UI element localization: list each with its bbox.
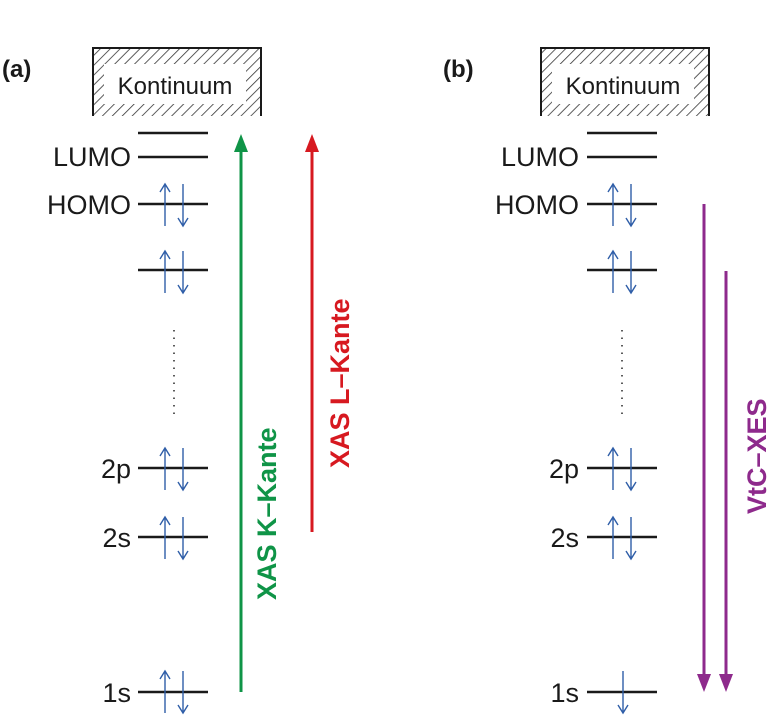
transition-label-b-vtc-xes: VtC–XES bbox=[742, 398, 769, 514]
electron-pair-b-homo bbox=[607, 182, 637, 228]
spin-down-arrow-icon bbox=[177, 448, 189, 492]
electron-pair-a-homo bbox=[159, 182, 189, 228]
spin-down-arrow-icon bbox=[625, 517, 637, 561]
level-label-a-2s: 2s bbox=[102, 523, 131, 553]
electron-pair-a-2s bbox=[159, 515, 189, 561]
continuum-box-a: Kontinuum bbox=[92, 47, 262, 116]
continuum-window-a bbox=[104, 64, 246, 104]
level-label-b-1s: 1s bbox=[550, 678, 579, 708]
level-label-a-1s: 1s bbox=[102, 678, 131, 708]
panel-a-label: (a) bbox=[2, 56, 31, 83]
level-label-a-2p: 2p bbox=[101, 454, 131, 484]
continuum-box-b: Kontinuum bbox=[540, 47, 710, 116]
level-label-b-lumo: LUMO bbox=[501, 142, 579, 172]
panel-b-label: (b) bbox=[443, 56, 474, 83]
down-arrow-icon bbox=[697, 674, 711, 692]
spin-up-arrow-icon bbox=[607, 446, 619, 490]
down-arrow-icon bbox=[719, 674, 733, 692]
continuum-label-b: Kontinuum bbox=[566, 73, 681, 100]
electron-pair-a-2p bbox=[159, 446, 189, 492]
panel-b: (b) Kontinuum LUMO HOMO 2p 2s bbox=[443, 47, 769, 715]
spin-down-arrow-icon bbox=[177, 517, 189, 561]
spin-down-arrow-icon bbox=[177, 184, 189, 228]
spin-up-arrow-icon bbox=[159, 669, 171, 713]
spin-up-arrow-icon bbox=[159, 182, 171, 226]
electron-pair-a-1s bbox=[159, 669, 189, 715]
spin-up-arrow-icon bbox=[607, 515, 619, 559]
up-arrow-icon bbox=[305, 134, 319, 152]
spin-up-arrow-icon bbox=[159, 249, 171, 293]
spin-up-arrow-icon bbox=[159, 446, 171, 490]
continuum-window-b bbox=[552, 64, 694, 104]
continuum-frame-a bbox=[92, 47, 262, 116]
level-label-b-2s: 2s bbox=[550, 523, 579, 553]
panel-a: (a) Kontinuum LUMO HOMO 2p bbox=[2, 47, 355, 715]
electron-pair-b-2s bbox=[607, 515, 637, 561]
transition-arrow-a-xas-l-edge bbox=[305, 134, 319, 532]
transition-arrow-a-xas-k-edge bbox=[234, 134, 248, 692]
spin-down-arrow-icon bbox=[177, 251, 189, 295]
continuum-frame-b bbox=[540, 47, 710, 116]
electron-pair-a-homo-minus-1 bbox=[159, 249, 189, 295]
spin-up-arrow-icon bbox=[607, 182, 619, 226]
spin-down-arrow-icon bbox=[625, 184, 637, 228]
spin-down-arrow-icon bbox=[617, 671, 629, 715]
spin-down-arrow-icon bbox=[177, 671, 189, 715]
spin-down-arrow-icon bbox=[625, 448, 637, 492]
electron-single-b-1s bbox=[617, 671, 629, 715]
continuum-label-a: Kontinuum bbox=[118, 73, 233, 100]
transition-arrow-b-vtc-xes bbox=[697, 204, 733, 692]
level-label-b-homo: HOMO bbox=[495, 190, 579, 220]
transition-label-a-xas-l-edge: XAS L–Kante bbox=[325, 298, 355, 468]
spin-up-arrow-icon bbox=[607, 249, 619, 293]
electron-pair-b-homo-minus-1 bbox=[607, 249, 637, 295]
spin-up-arrow-icon bbox=[159, 515, 171, 559]
level-label-a-homo: HOMO bbox=[47, 190, 131, 220]
up-arrow-icon bbox=[234, 134, 248, 152]
spin-down-arrow-icon bbox=[625, 251, 637, 295]
level-label-a-lumo: LUMO bbox=[53, 142, 131, 172]
transition-label-a-xas-k-edge: XAS K–Kante bbox=[252, 427, 282, 600]
level-label-b-2p: 2p bbox=[549, 454, 579, 484]
electron-pair-b-2p bbox=[607, 446, 637, 492]
